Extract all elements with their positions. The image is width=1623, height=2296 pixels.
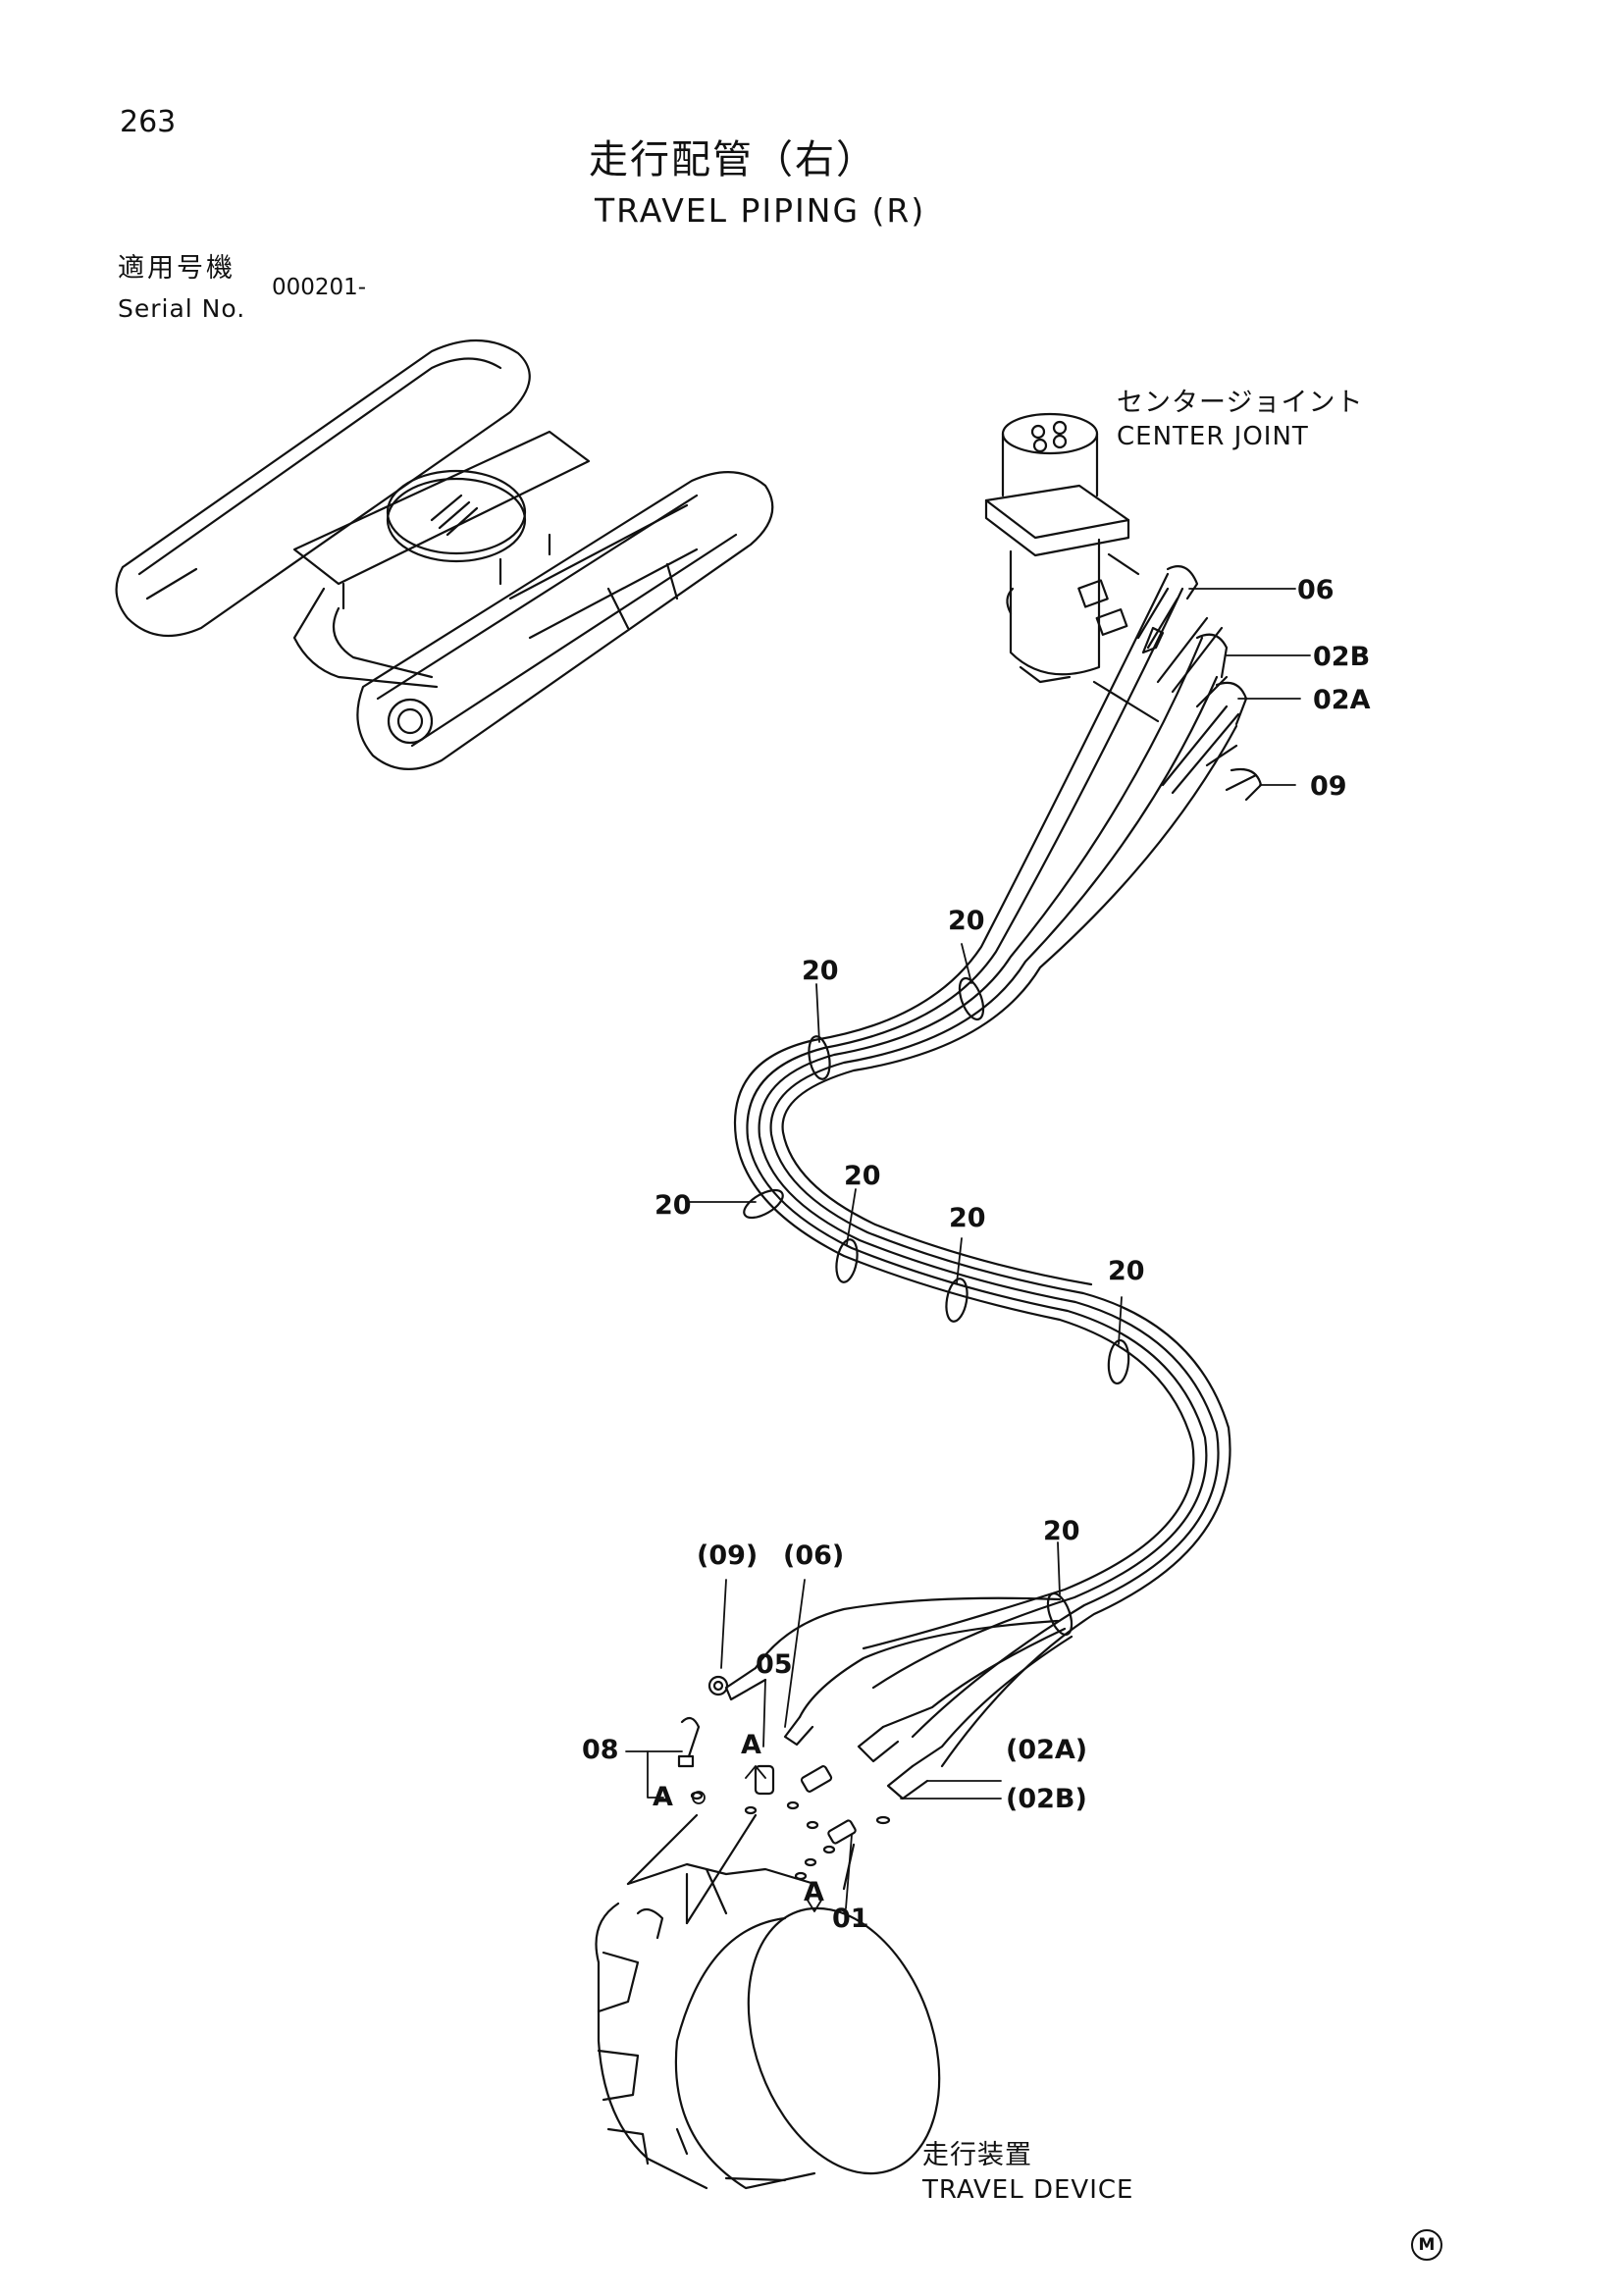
callout-view-a: A [804,1877,824,1907]
callout-clamp-20: 20 [654,1190,692,1221]
callout-clamp-20: 20 [1108,1256,1145,1286]
travel-device-label-english: TRAVEL DEVICE [922,2175,1134,2205]
leader-lines [625,588,1311,1909]
callout-clamp-20: 20 [802,956,839,986]
callout-clamp-20: 20 [1043,1516,1080,1546]
callout-06: 06 [1297,575,1335,605]
footer-m-mark: M [1411,2229,1442,2261]
travel-device-drawing [595,1862,941,2190]
serial-label-japanese: 適用号機 [118,253,236,284]
callout-02b: 02B [1313,642,1371,672]
travel-device-label-japanese: 走行装置 [922,2140,1032,2170]
callout-view-a: A [741,1730,761,1760]
callout-clamp-20: 20 [949,1203,986,1233]
callout-09: 09 [1310,771,1347,802]
hose-bundle [724,565,1263,1800]
page-number: 263 [120,105,177,139]
callout-view-a: A [653,1782,673,1812]
callout-ref-09: (09) [697,1540,759,1571]
callout-ref-02b: (02B) [1006,1784,1087,1814]
serial-number-value: 000201- [272,275,367,300]
callout-ref-02a: (02A) [1006,1735,1088,1765]
callout-01: 01 [832,1904,869,1934]
undercarriage-overview [115,339,774,770]
center-joint-label-japanese: センタージョイント [1117,388,1364,418]
callout-08: 08 [582,1735,619,1765]
callout-clamp-20: 20 [844,1161,881,1191]
callout-02a: 02A [1313,685,1371,715]
center-joint-label-english: CENTER JOINT [1117,422,1309,451]
loose-fittings [626,1675,891,1925]
callout-clamp-20: 20 [948,906,985,936]
callout-ref-06: (06) [783,1540,845,1571]
view-a-markers [692,1765,823,1912]
title-english: TRAVEL PIPING (R) [595,191,926,230]
title-japanese: 走行配管（右） [589,137,877,183]
callout-05: 05 [756,1649,793,1680]
serial-label-english: Serial No. [118,294,246,323]
center-joint-drawing [984,412,1160,723]
